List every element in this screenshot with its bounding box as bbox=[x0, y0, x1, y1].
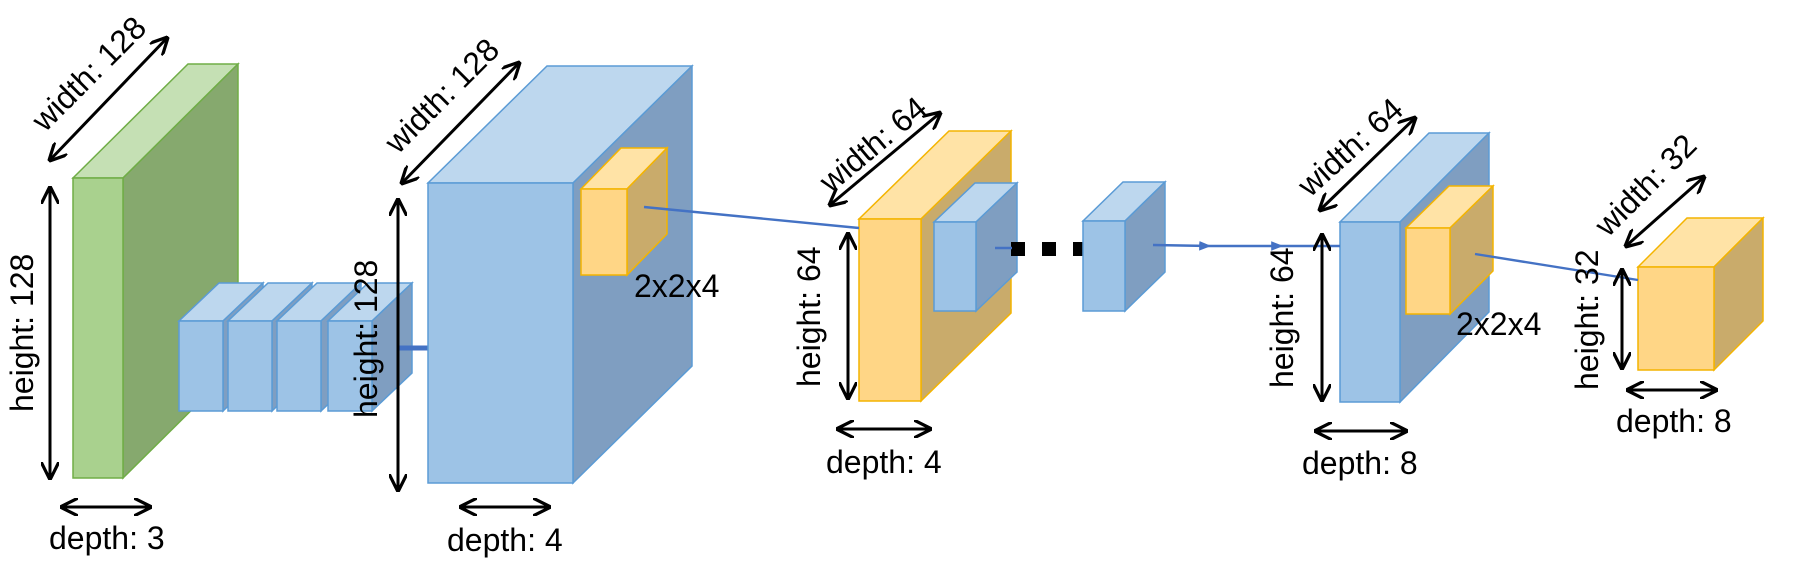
layer4-volume bbox=[1636, 216, 1765, 372]
layer3-kernel-label: 2x2x4 bbox=[1456, 306, 1541, 342]
width-arrow bbox=[50, 38, 167, 160]
connector-line bbox=[1152, 241, 1212, 251]
dimension-arrows bbox=[50, 38, 1716, 507]
layer3-depth-label: depth: 8 bbox=[1302, 445, 1418, 481]
ellipsis-dot bbox=[1011, 242, 1025, 256]
filter-cube-stack bbox=[177, 281, 414, 413]
input-height-label: height: 128 bbox=[4, 254, 40, 412]
layer4-depth-label: depth: 8 bbox=[1616, 403, 1732, 439]
layer2-height-label: height: 64 bbox=[791, 246, 827, 387]
layer2-kernel-cube bbox=[932, 181, 1019, 313]
ellipsis-dot bbox=[1042, 242, 1056, 256]
layer4-volume-front bbox=[1637, 266, 1715, 371]
layer1-volume-front bbox=[427, 182, 574, 484]
connector-line bbox=[1474, 252, 1639, 282]
layer1-kernel-cube bbox=[579, 146, 669, 277]
layer3-kernel-cube bbox=[1404, 184, 1495, 316]
intermediate-cube bbox=[1081, 180, 1167, 313]
width-arrow bbox=[402, 63, 519, 183]
ellipsis-dots bbox=[1011, 242, 1087, 256]
connector-line bbox=[643, 205, 860, 230]
width-arrow bbox=[1626, 177, 1704, 246]
width-arrow bbox=[830, 113, 940, 205]
input-volume-front bbox=[72, 177, 124, 479]
layer1-height-label: height: 128 bbox=[348, 260, 384, 418]
layer3-volume-front bbox=[1339, 221, 1401, 403]
input-depth-label: depth: 3 bbox=[49, 520, 165, 556]
width-arrow bbox=[1320, 118, 1415, 210]
layer3-height-label: height: 64 bbox=[1264, 247, 1300, 388]
layer2-depth-label: depth: 4 bbox=[826, 444, 942, 480]
layer2-volume-front bbox=[858, 218, 922, 402]
layer4-height-label: height: 32 bbox=[1569, 249, 1605, 390]
input-volume bbox=[71, 62, 240, 480]
layer1-kernel-label: 2x2x4 bbox=[634, 268, 719, 304]
layer1-depth-label: depth: 4 bbox=[447, 522, 563, 558]
